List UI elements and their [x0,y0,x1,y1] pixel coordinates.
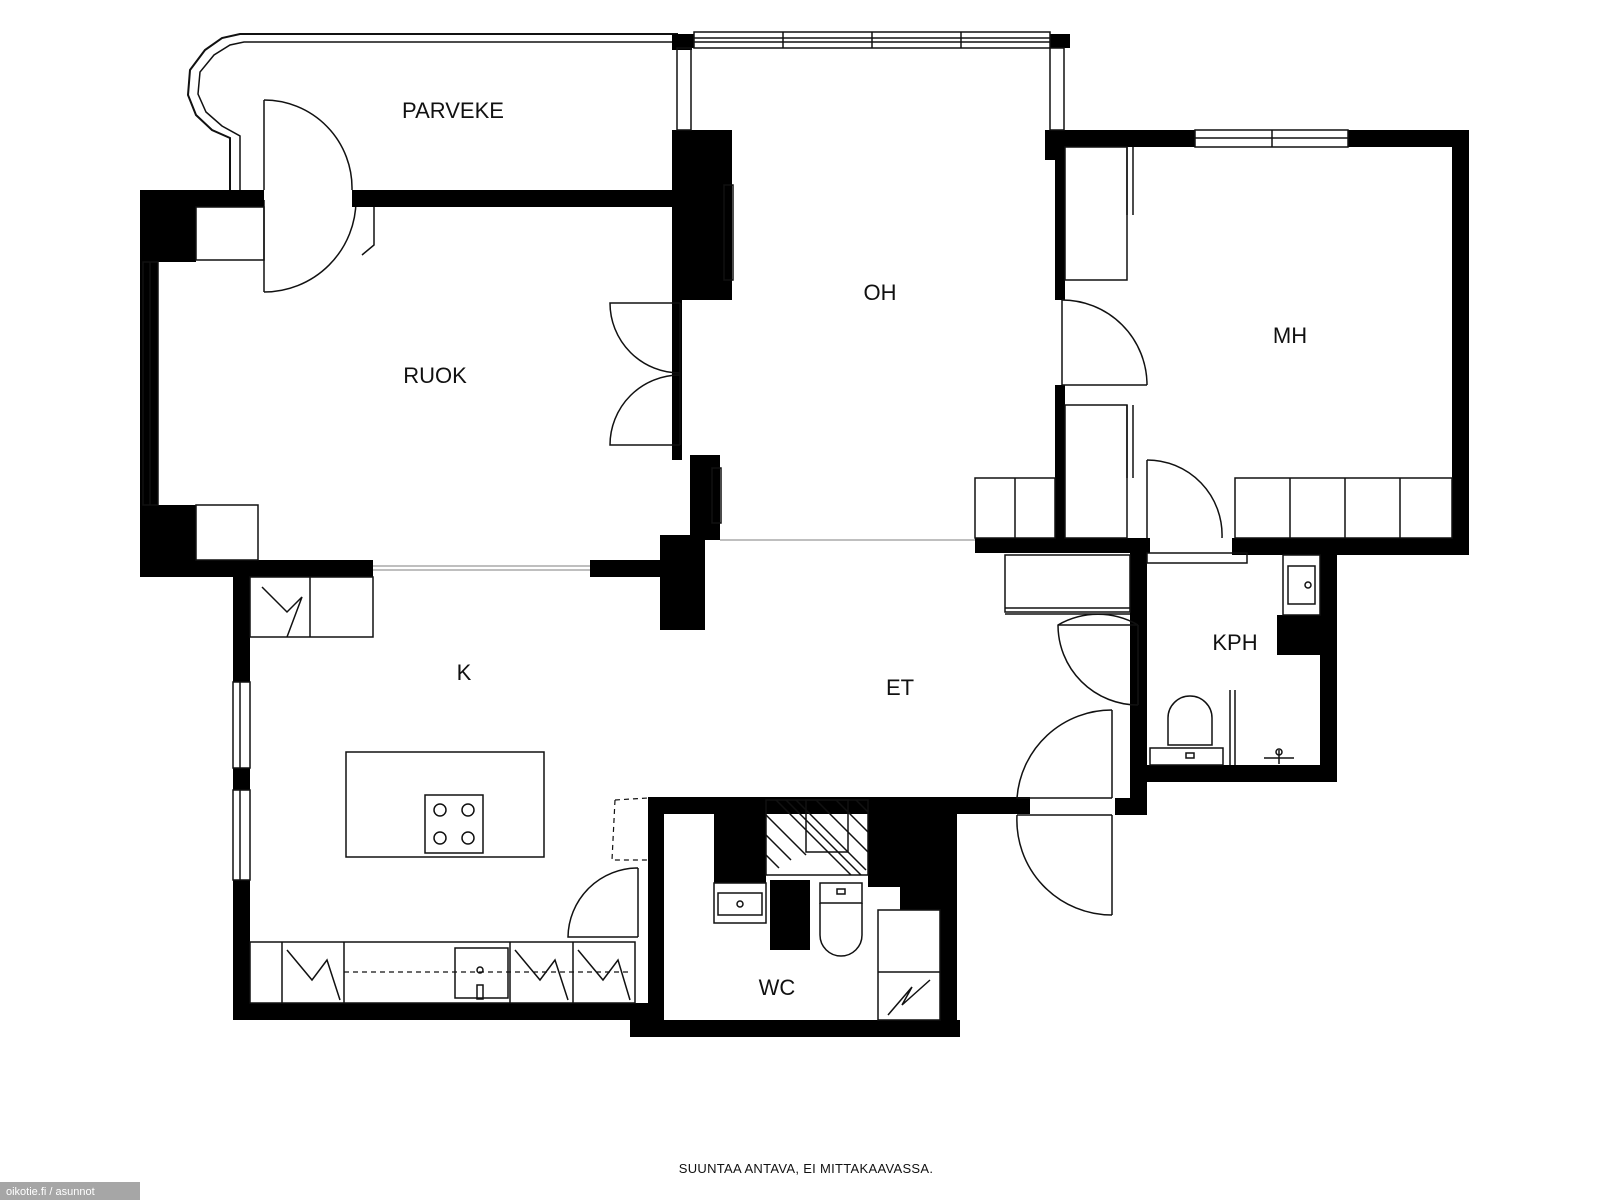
room-label-wc: WC [759,975,796,1000]
room-label-et: ET [886,675,914,700]
room-label-kph: KPH [1212,630,1257,655]
room-label-mh: MH [1273,323,1307,348]
ruok-fixtures [195,206,681,571]
mh-fixtures [1061,146,1453,539]
room-label-k: K [457,660,472,685]
oh-fixtures [720,477,1056,541]
watermark-text: oikotie.fi / asunnot [6,1186,95,1198]
walls [140,34,1469,1037]
wc-fixtures [713,799,941,1021]
kitchen-fixtures [249,576,649,1004]
et-fixtures [1004,554,1139,916]
room-label-ruok: RUOK [403,363,467,388]
balcony-outline [186,33,678,190]
windows [142,31,1349,881]
watermark-bg [0,1182,140,1200]
kph-fixtures [1137,552,1321,766]
room-label-oh: OH [864,280,897,305]
scale-disclaimer: SUUNTAA ANTAVA, EI MITTAKAAVASSA. [679,1161,934,1176]
room-label-parveke: PARVEKE [402,98,504,123]
